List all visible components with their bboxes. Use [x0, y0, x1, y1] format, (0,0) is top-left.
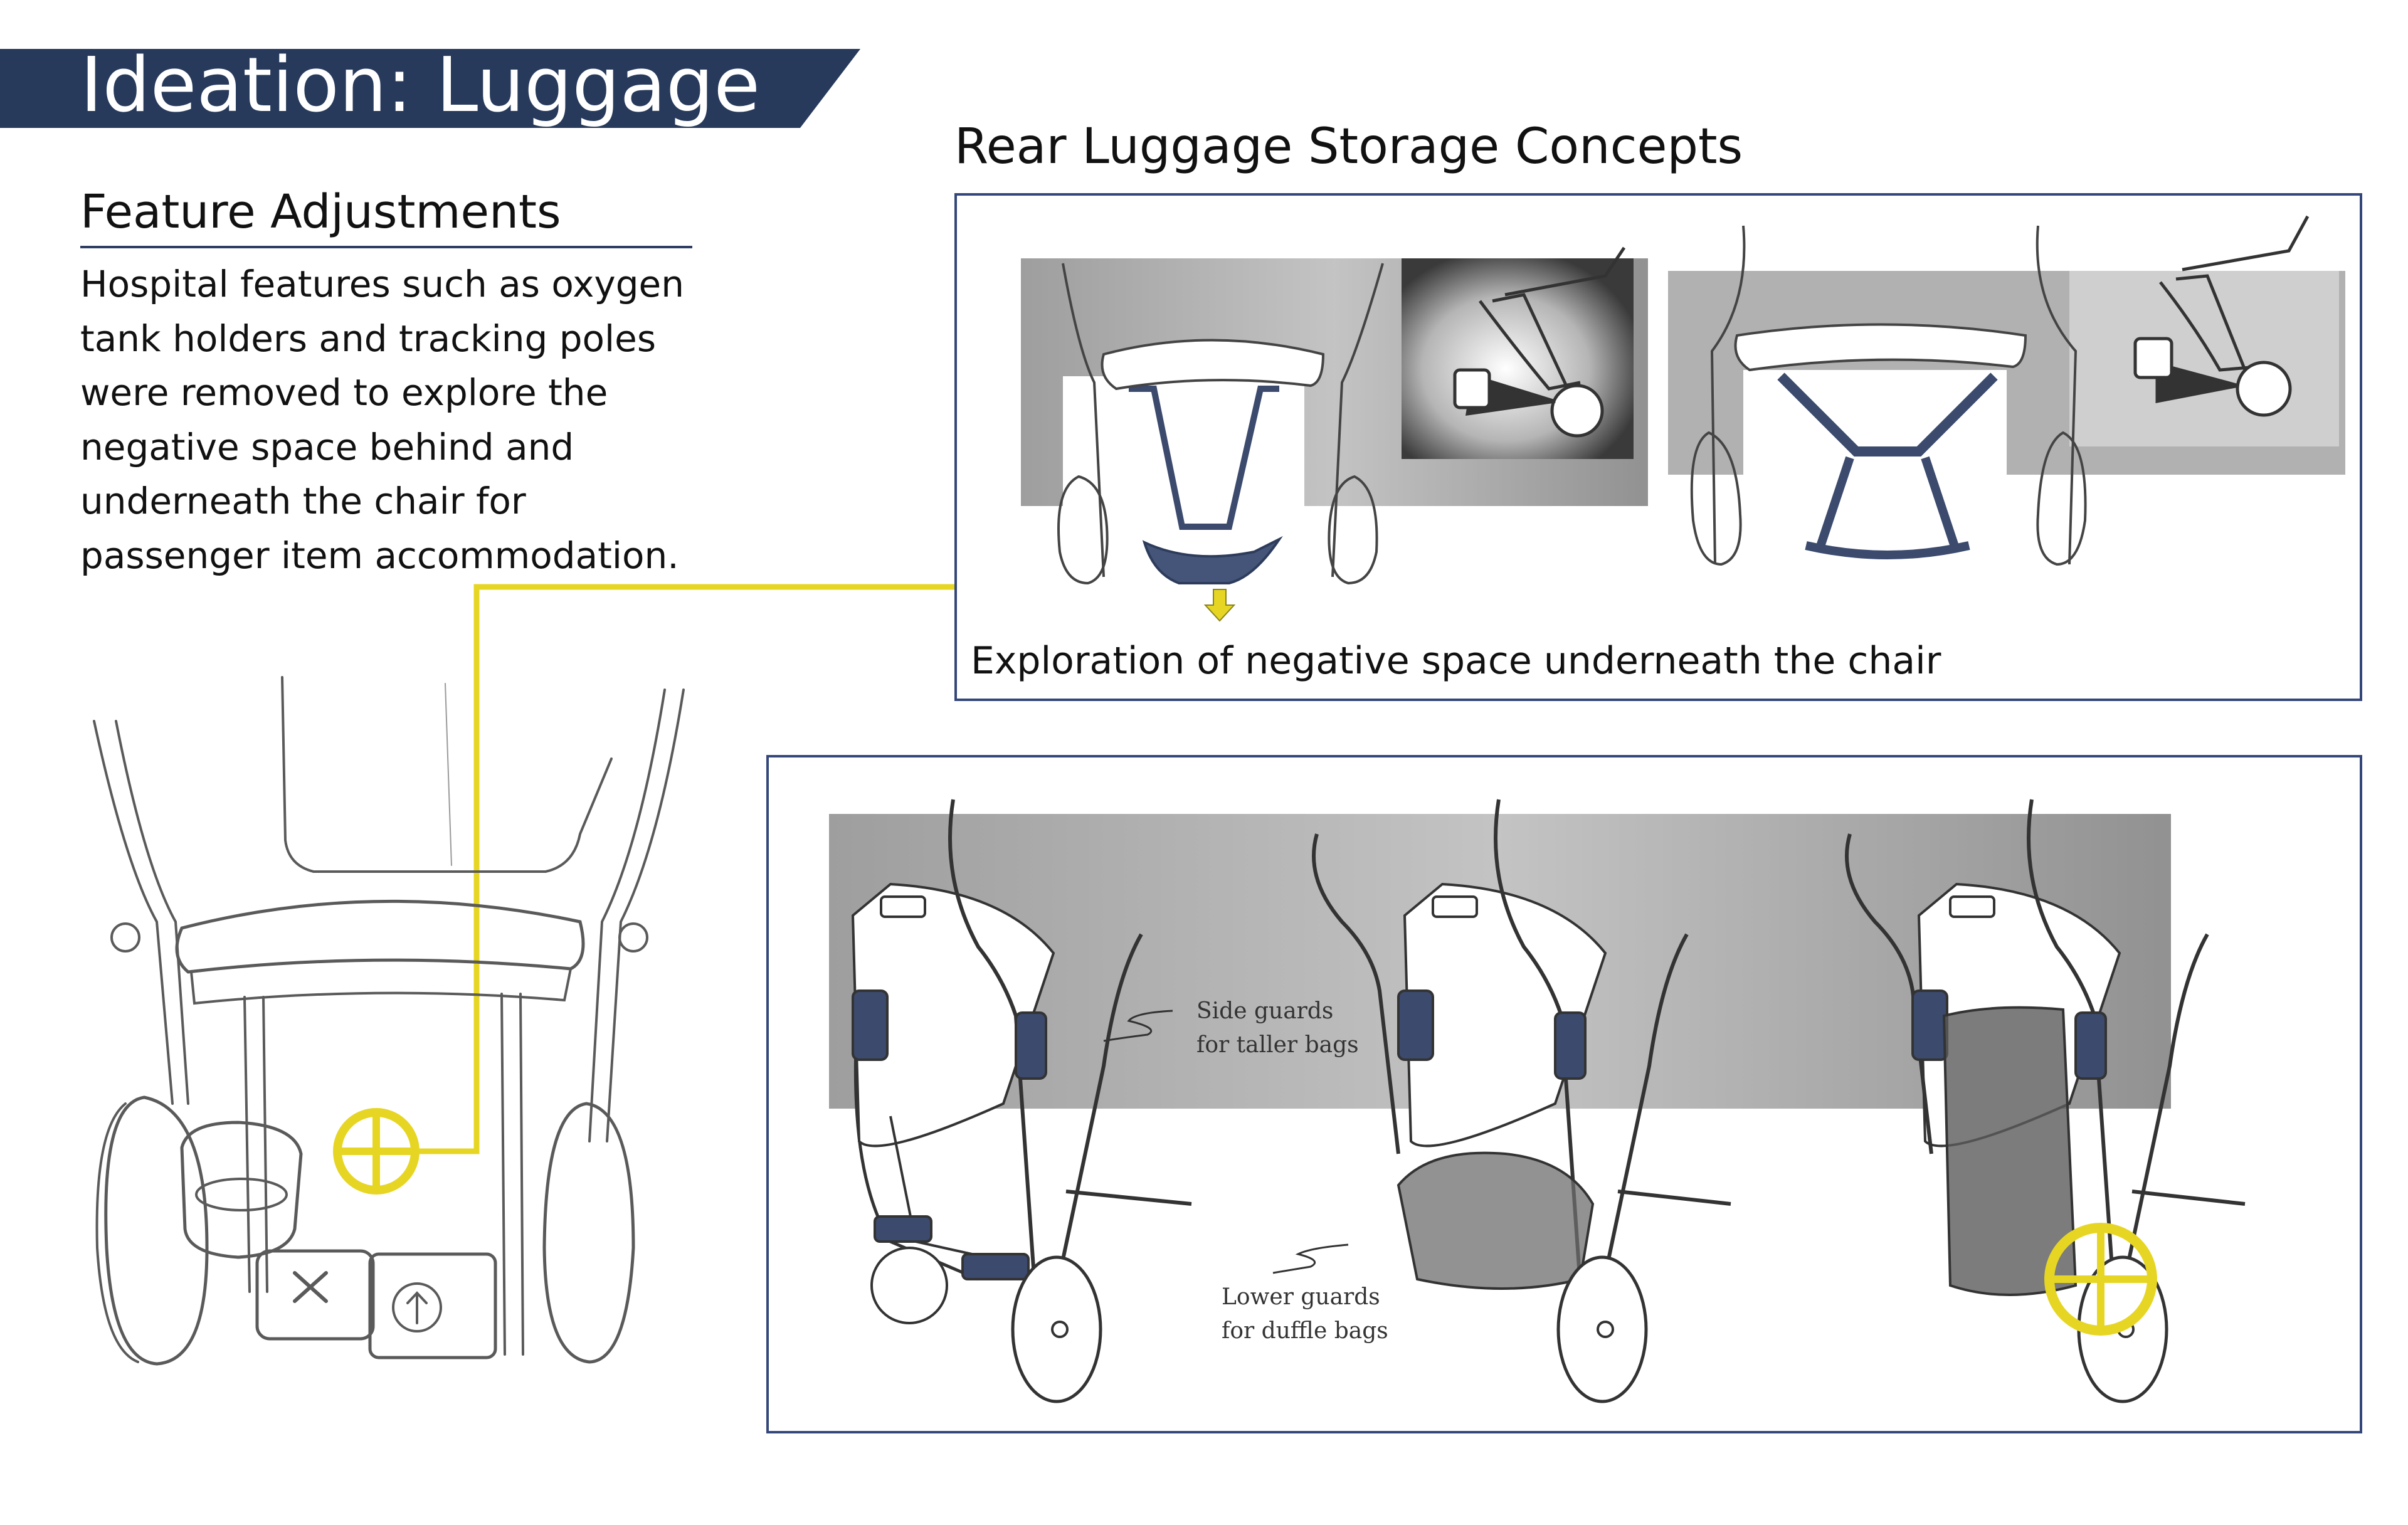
guard-chair-sketch-1 — [851, 799, 1192, 1403]
negative-space-sketch-2 — [1690, 225, 2087, 571]
negative-space-caption: Exploration of negative space underneath… — [971, 639, 1941, 683]
feature-description: Hospital features such as oxygen tank ho… — [80, 263, 685, 577]
chair-rear-sketch — [93, 676, 685, 1366]
callout-line — [414, 584, 954, 1154]
callout-plus-icon-left — [333, 1108, 420, 1195]
page-title: Ideation: Luggage — [80, 42, 761, 129]
side-guards-label: Side guards for taller bags — [1196, 995, 1359, 1062]
side-guards-line-2: for taller bags — [1196, 1032, 1359, 1058]
mini-chair-sketch-1 — [1453, 246, 1626, 438]
feature-heading: Feature Adjustments — [80, 185, 561, 239]
title-banner — [0, 49, 860, 128]
mini-chair-bg-2 — [2069, 271, 2339, 446]
callout-plus-icon-right — [2044, 1223, 2157, 1336]
concepts-title: Rear Luggage Storage Concepts — [954, 119, 1743, 175]
lower-guards-line-1: Lower guards — [1222, 1284, 1380, 1310]
lower-guard-leader — [1272, 1243, 1349, 1274]
guard-chair-sketch-3 — [1845, 799, 2246, 1403]
negative-space-sketch-1 — [1057, 263, 1384, 622]
lower-guards-line-2: for duffle bags — [1222, 1318, 1388, 1344]
lower-guards-label: Lower guards for duffle bags — [1222, 1280, 1388, 1348]
mini-chair-bg-1 — [1402, 258, 1634, 459]
mini-chair-sketch-2 — [2133, 215, 2310, 417]
guard-chair-sketch-2 — [1312, 799, 1731, 1403]
side-guard-leader — [1103, 1010, 1173, 1042]
side-guards-line-1: Side guards — [1196, 998, 1334, 1024]
heading-divider — [80, 246, 692, 248]
